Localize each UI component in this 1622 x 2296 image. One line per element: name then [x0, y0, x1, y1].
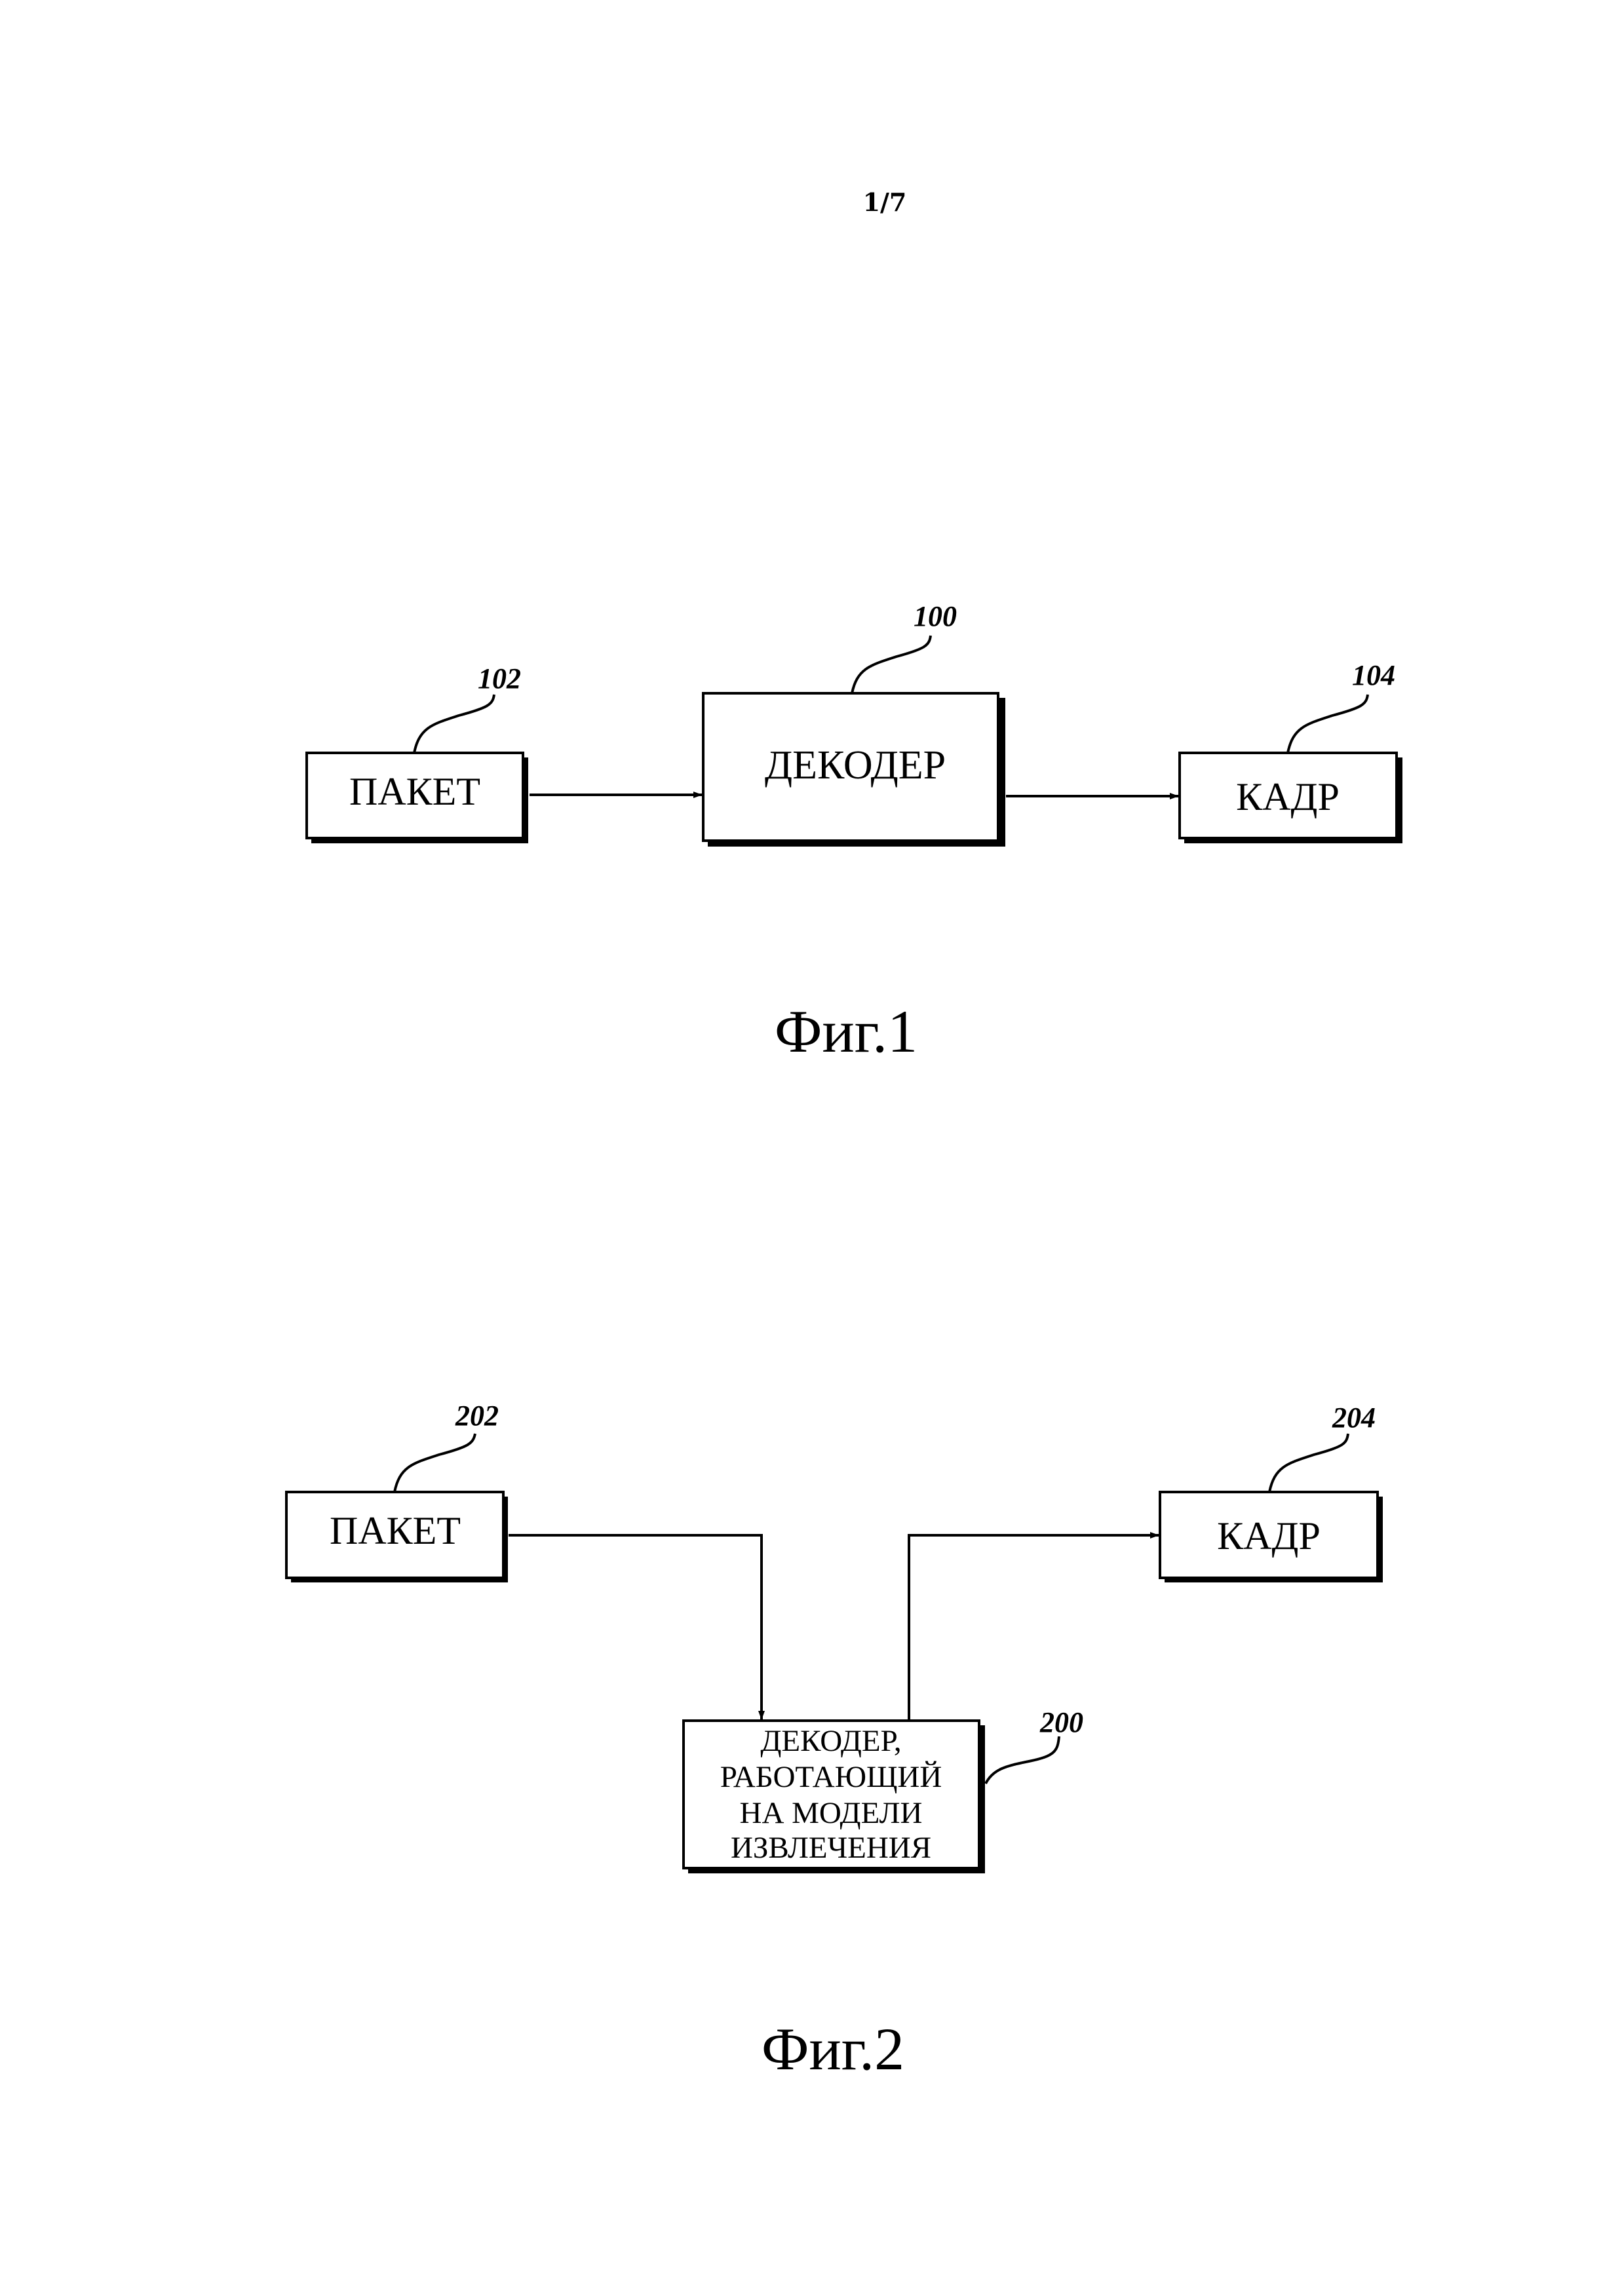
fig2-frame-leader-line: [1268, 1433, 1349, 1493]
block-frame: [305, 752, 524, 839]
fig2-decoder-block: ДЕКОДЕР, РАБОТАЮЩИЙ НА МОДЕЛИ ИЗВЛЕЧЕНИЯ: [682, 1719, 985, 1873]
fig1-packet-block: ПАКЕТ: [305, 752, 528, 843]
fig1-packet-ref: 102: [478, 662, 521, 695]
fig1-decoder-block: ДЕКОДЕР: [702, 692, 1005, 847]
fig2-decoder-label-line-2: РАБОТАЮЩИЙ: [720, 1760, 942, 1794]
page-number: 1/7: [863, 187, 907, 217]
fig2-frame-label: КАДР: [1217, 1514, 1321, 1558]
fig2-decoder-label-line-1: ДЕКОДЕР,: [760, 1724, 901, 1758]
fig2-packet-leader-line: [393, 1433, 476, 1493]
fig2-decoder-ref: 200: [1039, 1706, 1083, 1738]
fig2-caption: Фиг.2: [762, 2016, 904, 2082]
fig1-packet-label: ПАКЕТ: [349, 770, 480, 813]
fig2-decoder-leader-line: [984, 1736, 1060, 1784]
fig1-decoder-leader-line: [851, 635, 932, 694]
fig2-packet-label: ПАКЕТ: [330, 1509, 461, 1552]
fig2-frame-ref: 204: [1332, 1402, 1376, 1434]
block-frame: [285, 1491, 505, 1579]
fig1-frame-leader-line: [1286, 694, 1369, 754]
block-frame: [1159, 1491, 1379, 1579]
fig2-packet-ref: 202: [455, 1400, 499, 1432]
fig1-packet-leader-line: [413, 694, 495, 754]
fig1-frame-ref: 104: [1352, 659, 1395, 691]
fig1-decoder-label: ДЕКОДЕР: [765, 743, 946, 788]
figure-2: ПАКЕТ 202 ДЕКОДЕР, РАБОТАЮЩИЙ НА МОДЕЛИ …: [285, 1400, 1383, 2082]
block-frame: [682, 1719, 980, 1869]
fig1-caption: Фиг.1: [775, 998, 917, 1065]
fig2-arrow-decoder-to-frame: [908, 1532, 1159, 1721]
figure-1: ПАКЕТ 102 ДЕКОДЕР 100 КАДР 104 Фиг.1: [305, 600, 1402, 1065]
block-frame: [702, 692, 999, 842]
fig2-arrow-packet-to-decoder: [509, 1534, 765, 1720]
fig2-decoder-label-line-4: ИЗВЛЕЧЕНИЯ: [731, 1831, 931, 1865]
fig1-decoder-ref: 100: [914, 600, 957, 632]
fig1-frame-label: КАДР: [1236, 775, 1340, 818]
fig1-frame-block: КАДР: [1178, 752, 1402, 843]
fig2-frame-block: КАДР: [1159, 1491, 1383, 1582]
fig2-packet-block: ПАКЕТ: [285, 1491, 508, 1582]
fig2-decoder-label-line-3: НА МОДЕЛИ: [740, 1796, 923, 1830]
